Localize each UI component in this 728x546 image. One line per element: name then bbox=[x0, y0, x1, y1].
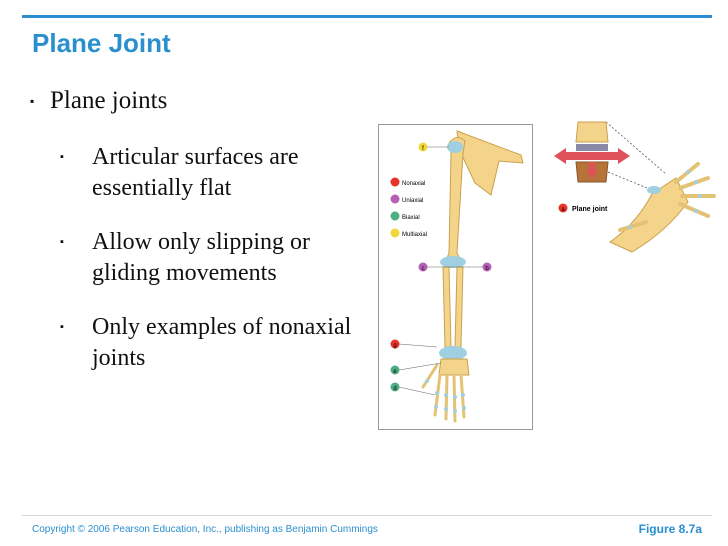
wrist-joint bbox=[439, 346, 467, 360]
legend-swatch-biaxial bbox=[390, 211, 400, 221]
plane-joint-figure: a Plane joint bbox=[548, 112, 722, 262]
upper-bone-block bbox=[575, 121, 609, 143]
leader-lines bbox=[398, 146, 485, 396]
humerus-shape bbox=[444, 137, 466, 264]
svg-text:c: c bbox=[422, 266, 425, 272]
joint-surface-top bbox=[576, 144, 608, 151]
top-rule bbox=[22, 15, 712, 18]
marker-f: f bbox=[418, 142, 428, 152]
legend-label-nonaxial: Nonaxial bbox=[402, 181, 425, 187]
legend-label-uniaxial: Uniaxial bbox=[402, 198, 423, 204]
legend-swatch-nonaxial bbox=[390, 177, 400, 187]
sub-bullet: ▪Articular surfaces are essentially flat bbox=[60, 144, 299, 201]
palm-shape bbox=[438, 358, 470, 376]
marker-b: b bbox=[482, 262, 492, 272]
svg-text:g: g bbox=[393, 343, 396, 349]
skeleton-figure: f c b g e d Nonaxial Uniaxial Biaxial Mu… bbox=[378, 124, 533, 430]
wrist-carpal-joint bbox=[647, 186, 661, 194]
shoulder-joint bbox=[447, 141, 463, 153]
svg-text:f: f bbox=[422, 146, 424, 152]
hand-finger-joints bbox=[628, 170, 702, 229]
legend-label-multiaxial: Multiaxial bbox=[402, 232, 427, 238]
scapula-shape bbox=[456, 130, 524, 196]
sub-bullet-text: Allow only slipping or gliding movements bbox=[92, 229, 311, 286]
finger-joints bbox=[425, 379, 466, 413]
bullet-marker: ▪ bbox=[30, 94, 35, 108]
legend-swatch-multiaxial bbox=[390, 228, 400, 238]
marker-c: c bbox=[418, 262, 428, 272]
marker-d: d bbox=[390, 382, 400, 392]
copyright-text: Copyright © 2006 Pearson Education, Inc.… bbox=[32, 524, 378, 535]
sub-bullet-text: Articular surfaces are essentially flat bbox=[92, 144, 299, 201]
sub-bullet: ▪Only examples of nonaxial joints bbox=[60, 314, 352, 371]
gliding-arrows bbox=[554, 148, 630, 180]
radius-shape bbox=[442, 266, 452, 348]
plane-joint-illustration: a Plane joint bbox=[554, 121, 716, 253]
sub-bullets: ▪Articular surfaces are essentially flat… bbox=[60, 142, 360, 397]
svg-text:b: b bbox=[485, 266, 489, 272]
skeleton-illustration: f c b g e d Nonaxial Uniaxial Biaxial Mu… bbox=[390, 130, 524, 423]
ulna-shape bbox=[454, 266, 464, 348]
plane-joint-label: Plane joint bbox=[572, 206, 608, 213]
sub-bullet-text: Only examples of nonaxial joints bbox=[92, 314, 352, 371]
legend-swatch-uniaxial bbox=[390, 194, 400, 204]
svg-text:e: e bbox=[393, 369, 397, 375]
plane-marker bbox=[558, 203, 568, 213]
figure-reference: Figure 8.7a bbox=[638, 522, 702, 536]
marker-g: g bbox=[390, 339, 400, 349]
sub-bullet: ▪Allow only slipping or gliding movement… bbox=[60, 229, 311, 286]
svg-text:d: d bbox=[393, 386, 396, 392]
bullet-text: Plane joints bbox=[50, 87, 168, 114]
marker-e: e bbox=[390, 365, 400, 375]
bottom-rule bbox=[22, 515, 712, 516]
legend-label-biaxial: Biaxial bbox=[402, 215, 420, 221]
zoom-lines bbox=[605, 121, 667, 191]
elbow-joint bbox=[440, 256, 466, 268]
legend: Nonaxial Uniaxial Biaxial Multiaxial bbox=[390, 177, 427, 238]
slide-title: Plane Joint bbox=[32, 28, 171, 58]
main-bullet: ▪ Plane joints bbox=[30, 86, 370, 116]
plane-marker-letter: a bbox=[561, 207, 565, 213]
